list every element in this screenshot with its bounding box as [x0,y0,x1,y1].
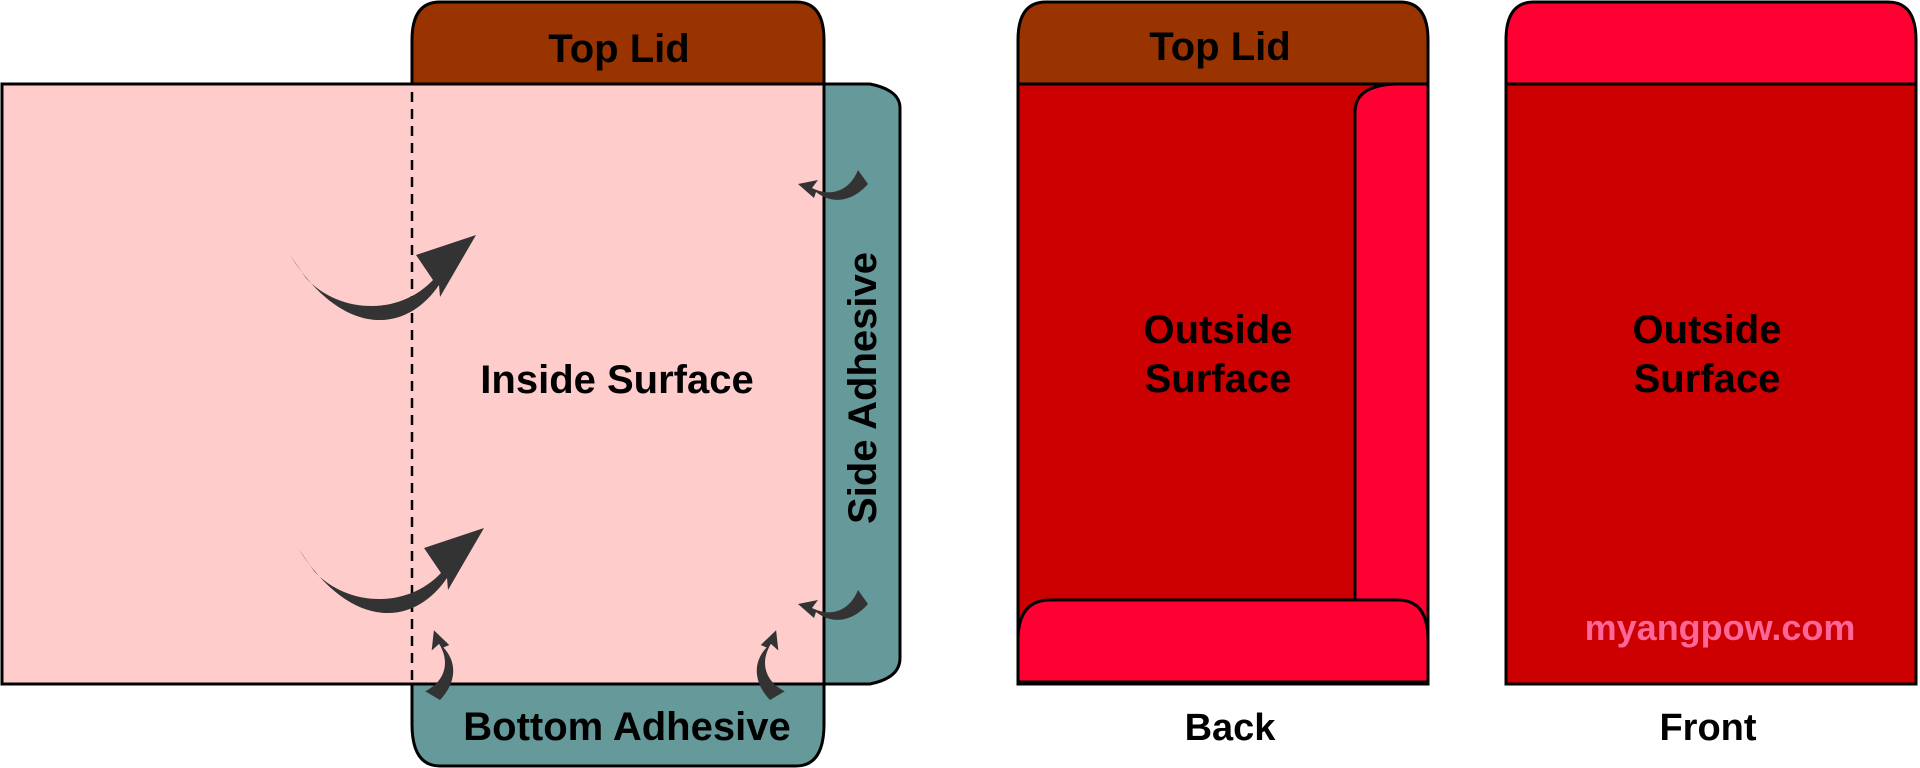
side-adhesive-label: Side Adhesive [841,252,885,524]
front-outside-label-line2: Surface [1634,357,1781,401]
front-outside-label-line1: Outside [1633,308,1782,352]
front-outside-surface [1504,82,1918,686]
watermark: myangpow.com [1585,607,1856,648]
back-top-lid-label: Top Lid [1149,25,1290,69]
top-lid-label: Top Lid [548,27,689,71]
front-top-flap [1504,0,1918,86]
back-view: Top Lid Outside Surface Back [1016,0,1430,749]
back-top-lid [1016,0,1430,86]
inside-surface-label: Inside Surface [480,358,753,402]
top-lid-flap [410,0,826,86]
front-caption: Front [1659,707,1756,749]
back-side-flap [1353,82,1430,686]
side-adhesive-flap [822,82,902,686]
front-view: Outside Surface myangpow.com Front [1504,0,1918,749]
back-outside-label-line1: Outside [1144,308,1293,352]
back-caption: Back [1185,707,1277,749]
back-outside-label-line2: Surface [1145,357,1292,401]
fold-line [410,82,826,686]
bottom-adhesive-label: Bottom Adhesive [463,705,790,749]
bottom-adhesive-flap [410,680,826,768]
unfolded-template: Top Lid Inside Surface Side Adhesive Bot… [0,0,902,768]
back-bottom-flap [1016,598,1430,684]
